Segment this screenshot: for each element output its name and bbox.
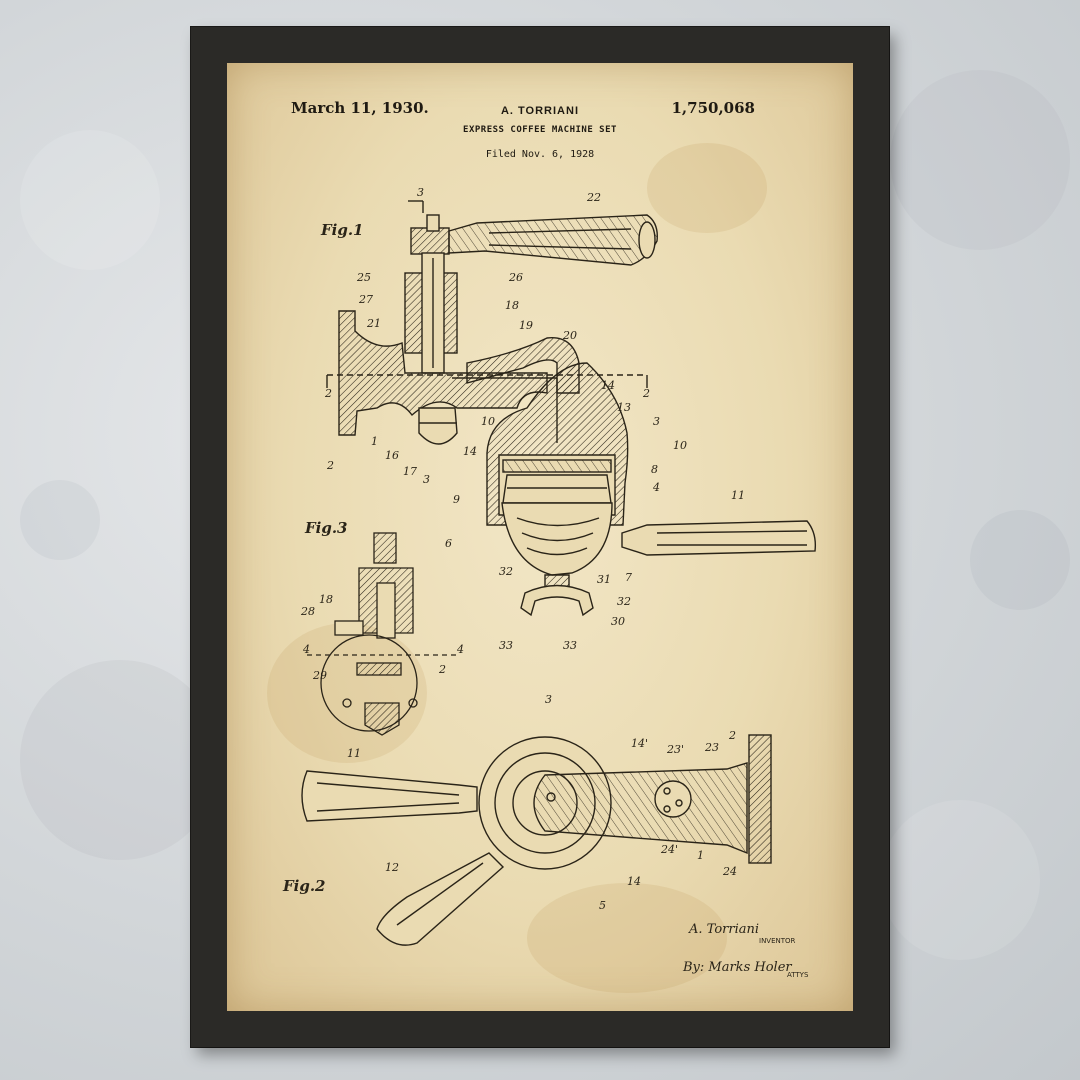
section-mark-2-left: 2 xyxy=(324,387,332,400)
fig3-reference-numerals: 18 28 29 2 xyxy=(300,593,446,682)
ref-numeral: 5 xyxy=(599,899,606,912)
ref-numeral: 19 xyxy=(519,319,533,332)
fig3-label: Fig.3 xyxy=(304,519,348,537)
ref-numeral: 1 xyxy=(697,849,704,862)
ref-numeral: 22 xyxy=(586,191,601,204)
ref-numeral: 21 xyxy=(366,317,381,330)
age-stain xyxy=(527,883,727,993)
inventor-caption: INVENTOR xyxy=(759,937,796,945)
ref-numeral: 32 xyxy=(617,595,631,608)
ref-numeral: 9 xyxy=(453,493,460,506)
ref-numeral: 17 xyxy=(403,465,417,478)
fig1-drawing xyxy=(326,200,817,617)
patent-filed-date: Filed Nov. 6, 1928 xyxy=(485,149,595,160)
fig2-label: Fig.2 xyxy=(282,877,326,895)
ref-numeral: 11 xyxy=(731,489,745,502)
fig1-label: Fig.1 xyxy=(320,221,364,239)
age-stain xyxy=(647,143,767,233)
ref-numeral: 14 xyxy=(601,379,615,392)
attorney-caption: ATTYS xyxy=(787,971,809,979)
patent-date: March 11, 1930. xyxy=(291,99,429,117)
ref-numeral: 8 xyxy=(651,463,658,476)
ref-numeral: 24 xyxy=(722,865,737,878)
fig1-reference-numerals: 22 25 26 27 18 21 19 20 14 13 3 10 8 4 1… xyxy=(326,191,745,652)
patent-inventor: A. TORRIANI xyxy=(500,105,580,117)
fig3-drawing xyxy=(307,532,457,736)
ref-numeral: 32 xyxy=(499,565,513,578)
ref-numeral: 14 xyxy=(463,445,477,458)
patent-drawing: 3 3 2 2 4 4 Fig.1 Fig.3 Fig.2 22 25 26 2… xyxy=(282,186,817,979)
fig2-drawing xyxy=(301,734,772,946)
section-mark-3-bottom: 3 xyxy=(423,473,430,486)
section-mark-4-right: 4 xyxy=(456,643,464,656)
ref-numeral: 6 xyxy=(445,537,452,550)
ref-numeral: 14 xyxy=(627,875,641,888)
ref-numeral: 18 xyxy=(505,299,519,312)
ref-numeral: 33 xyxy=(563,639,577,652)
ref-numeral: 10 xyxy=(673,439,687,452)
ref-numeral: 3 xyxy=(545,693,552,706)
ref-numeral: 13 xyxy=(617,401,631,414)
ref-numeral: 7 xyxy=(625,571,632,584)
ref-numeral: 25 xyxy=(356,271,371,284)
ref-numeral: 27 xyxy=(358,293,373,306)
ref-numeral: 23 xyxy=(704,741,719,754)
ref-numeral: 16 xyxy=(385,449,399,462)
patent-number: 1,750,068 xyxy=(671,99,755,117)
ref-numeral: 2 xyxy=(326,459,334,472)
ref-numeral: 2 xyxy=(438,663,446,676)
ref-numeral: 33 xyxy=(499,639,513,652)
section-mark-3-top: 3 xyxy=(417,186,424,199)
ref-numeral: 2 xyxy=(728,729,736,742)
signature-block: A. Torriani INVENTOR By: Marks Holer ATT… xyxy=(682,922,809,979)
ref-numeral: 23' xyxy=(666,743,684,756)
ref-numeral: 14' xyxy=(631,737,648,750)
ref-numeral: 29 xyxy=(312,669,327,682)
ref-numeral: 28 xyxy=(300,605,315,618)
ref-numeral: 26 xyxy=(508,271,523,284)
ref-numeral: 12 xyxy=(385,861,399,874)
ref-numeral: 10 xyxy=(481,415,495,428)
ref-numeral: 18 xyxy=(319,593,333,606)
ref-numeral: 31 xyxy=(597,573,611,586)
patent-title: EXPRESS COFFEE MACHINE SET xyxy=(463,125,617,135)
fig2-reference-numerals: 3 11 14' 23' 23 2 24' 1 24 14 12 5 xyxy=(347,693,737,912)
ref-numeral: 11 xyxy=(347,747,361,760)
ref-numeral: 4 xyxy=(652,481,660,494)
ref-numeral: 30 xyxy=(611,615,625,628)
section-mark-4-left: 4 xyxy=(302,643,310,656)
ref-numeral: 3 xyxy=(653,415,660,428)
ref-numeral: 24' xyxy=(660,843,678,856)
inventor-signature: A. Torriani xyxy=(688,922,759,937)
patent-print: March 11, 1930. A. TORRIANI 1,750,068 EX… xyxy=(227,63,853,1011)
section-mark-2-right: 2 xyxy=(642,387,650,400)
attorney-signature: By: Marks Holer xyxy=(682,960,792,975)
ref-numeral: 1 xyxy=(371,435,378,448)
ref-numeral: 20 xyxy=(562,329,577,342)
